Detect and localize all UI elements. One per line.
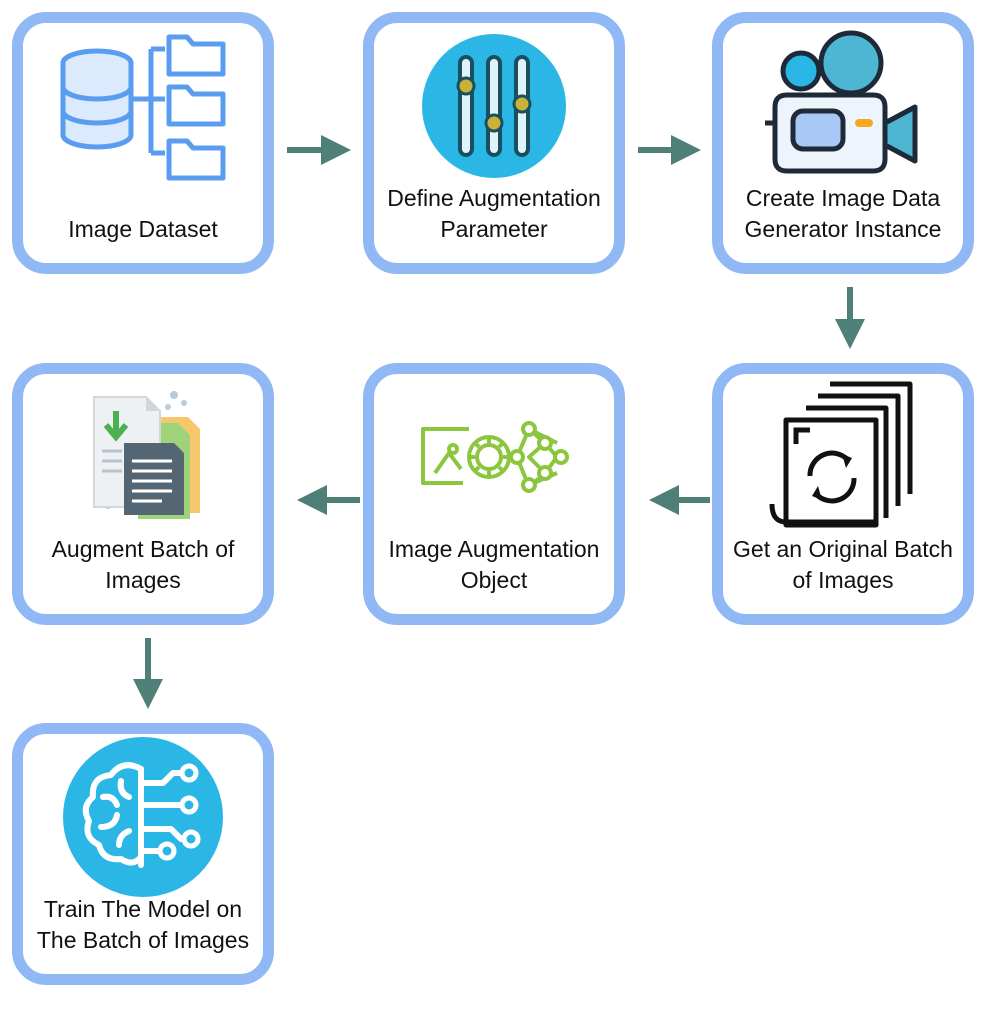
node-get-original-batch: Get an Original Batch of Images	[712, 363, 974, 625]
node-label: Create Image Data Generator Instance	[744, 185, 942, 242]
image-gear-network-icon	[421, 420, 569, 493]
sliders-icon	[422, 33, 566, 178]
document-stack-refresh-icon	[769, 381, 913, 527]
node-create-image-data-generator: Create Image Data Generator Instance	[712, 12, 974, 274]
node-label: Get an Original Batch of Images	[733, 536, 953, 593]
node-image-augmentation-object: Image Augmentation Object	[363, 363, 625, 625]
node-label: Image Dataset	[68, 216, 218, 242]
node-train-model: Train The Model on The Batch of Images	[12, 723, 274, 985]
node-image-dataset: Image Dataset	[12, 12, 274, 274]
node-label: Image Augmentation Object	[388, 536, 600, 593]
camera-icon	[765, 30, 918, 173]
node-label: Augment Batch of Images	[51, 536, 235, 593]
node-label: Train The Model on The Batch of Images	[36, 896, 250, 953]
brain-circuit-icon	[63, 736, 223, 897]
node-augment-batch: Augment Batch of Images	[12, 363, 274, 625]
database-folders-icon	[60, 34, 226, 180]
node-define-augmentation-parameter: Define Augmentation Parameter	[363, 12, 625, 274]
documents-download-icon	[93, 390, 200, 519]
node-label: Define Augmentation Parameter	[387, 185, 601, 242]
